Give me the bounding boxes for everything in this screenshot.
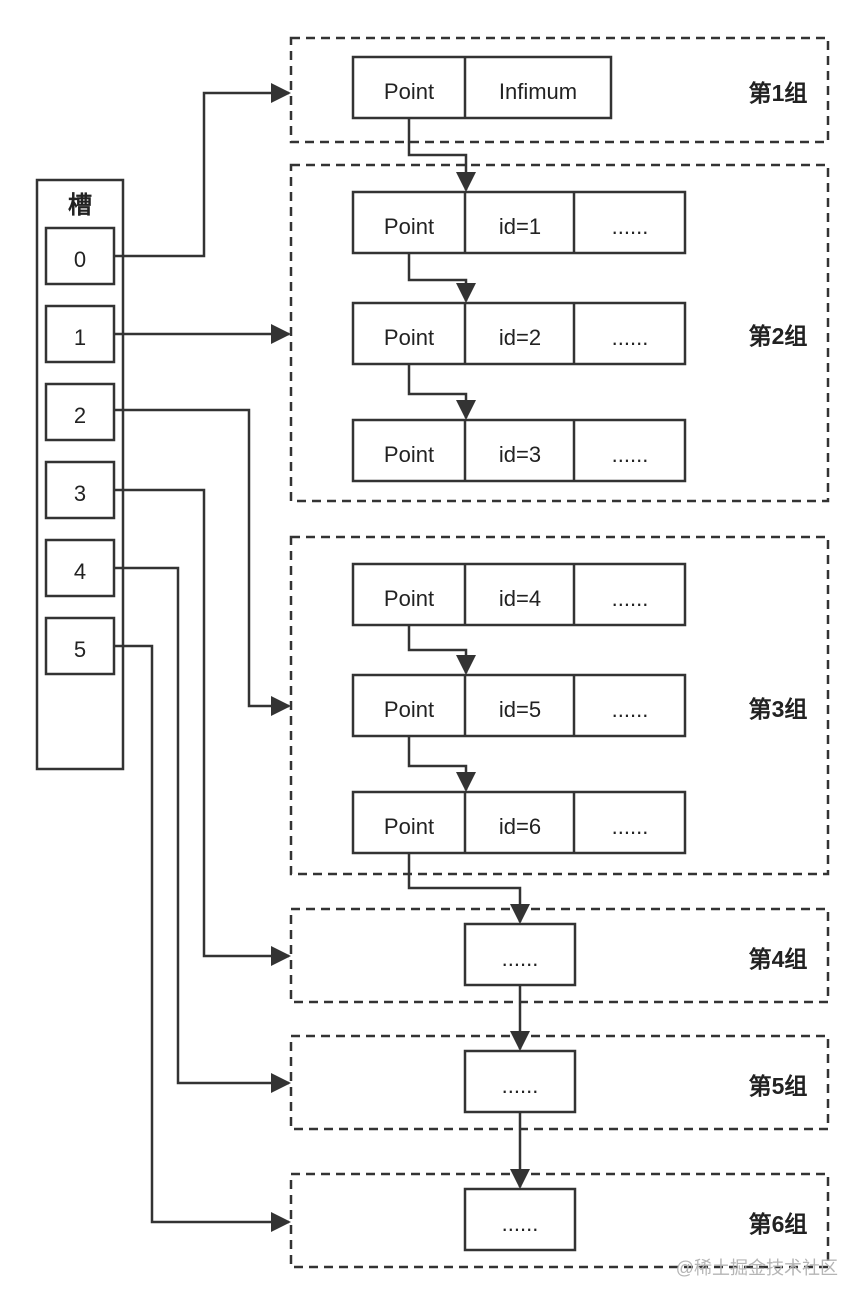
record-pointer-cell: Point xyxy=(384,814,434,839)
record-id-cell: id=3 xyxy=(499,442,541,467)
record-pointer-cell: Point xyxy=(384,79,434,104)
group-4-label: 第4组 xyxy=(749,946,808,972)
chain-arrow xyxy=(407,253,476,303)
group-frames xyxy=(289,36,830,1269)
slot-directory-title: 槽 xyxy=(68,192,92,219)
record-id-4: Point id=4 ...... xyxy=(351,562,687,627)
record-value-cell: Infimum xyxy=(499,79,577,104)
record-ellipsis-cell: ...... xyxy=(502,1211,539,1236)
slot-4-label: 4 xyxy=(74,559,86,584)
slot-3-label: 3 xyxy=(74,481,86,506)
slot-3-arrow xyxy=(114,488,291,966)
slot-4-arrow xyxy=(114,566,291,1093)
record-group-5: ...... xyxy=(463,1049,577,1114)
group-6-label: 第6组 xyxy=(749,1211,808,1237)
watermark: @稀土掘金技术社区 xyxy=(676,1258,838,1278)
chain-arrow xyxy=(407,736,476,792)
group-1-label: 第1组 xyxy=(749,80,808,106)
record-ellipsis-cell: ...... xyxy=(502,1073,539,1098)
record-id-1: Point id=1 ...... xyxy=(351,190,687,255)
record-id-3: Point id=3 ...... xyxy=(351,418,687,483)
record-ellipsis-cell: ...... xyxy=(612,697,649,722)
slot-5-label: 5 xyxy=(74,637,86,662)
slot-2-arrow xyxy=(114,408,291,716)
record-group-6: ...... xyxy=(463,1187,577,1252)
record-id-cell: id=2 xyxy=(499,325,541,350)
slot-0: 0 xyxy=(44,226,116,286)
slot-5: 5 xyxy=(44,616,116,676)
record-pointer-cell: Point xyxy=(384,586,434,611)
slot-1-label: 1 xyxy=(74,325,86,350)
record-pointer-cell: Point xyxy=(384,325,434,350)
chain-arrow xyxy=(407,118,476,192)
record-ellipsis-cell: ...... xyxy=(612,814,649,839)
record-id-cell: id=6 xyxy=(499,814,541,839)
record-ellipsis-cell: ...... xyxy=(612,586,649,611)
record-id-cell: id=5 xyxy=(499,697,541,722)
slot-5-arrow xyxy=(114,644,291,1232)
record-ellipsis-cell: ...... xyxy=(612,214,649,239)
record-pointer-cell: Point xyxy=(384,214,434,239)
record-pointer-cell: Point xyxy=(384,442,434,467)
group-2-frame xyxy=(289,163,830,503)
record-ellipsis-cell: ...... xyxy=(612,325,649,350)
chain-arrow xyxy=(407,853,530,924)
slot-0-label: 0 xyxy=(74,247,86,272)
record-infimum: Point Infimum xyxy=(351,55,613,120)
slot-pointer-arrows xyxy=(114,83,291,1232)
record-id-cell: id=1 xyxy=(499,214,541,239)
slot-2-label: 2 xyxy=(74,403,86,428)
group-5-label: 第5组 xyxy=(749,1073,808,1099)
record-group-4: ...... xyxy=(463,922,577,987)
slot-1: 1 xyxy=(44,304,116,364)
slot-directory-frame xyxy=(35,178,125,771)
group-1-frame xyxy=(289,36,830,144)
chain-arrow xyxy=(407,364,476,420)
slot-directory: 槽 0 1 2 3 4 5 xyxy=(35,178,125,771)
slot-2: 2 xyxy=(44,382,116,442)
group-3-frame xyxy=(289,535,830,876)
chain-arrow xyxy=(407,625,476,675)
record-id-5: Point id=5 ...... xyxy=(351,673,687,738)
group-2-label: 第2组 xyxy=(749,323,808,349)
group-3-label: 第3组 xyxy=(749,696,808,722)
slot-4: 4 xyxy=(44,538,116,598)
record-ellipsis-cell: ...... xyxy=(612,442,649,467)
record-pointer-cell: Point xyxy=(384,697,434,722)
slot-3: 3 xyxy=(44,460,116,520)
record-id-6: Point id=6 ...... xyxy=(351,790,687,855)
record-ellipsis-cell: ...... xyxy=(502,946,539,971)
record-id-2: Point id=2 ...... xyxy=(351,301,687,366)
slot-0-arrow xyxy=(114,83,291,258)
record-id-cell: id=4 xyxy=(499,586,541,611)
record-chain-arrows xyxy=(407,118,530,1189)
